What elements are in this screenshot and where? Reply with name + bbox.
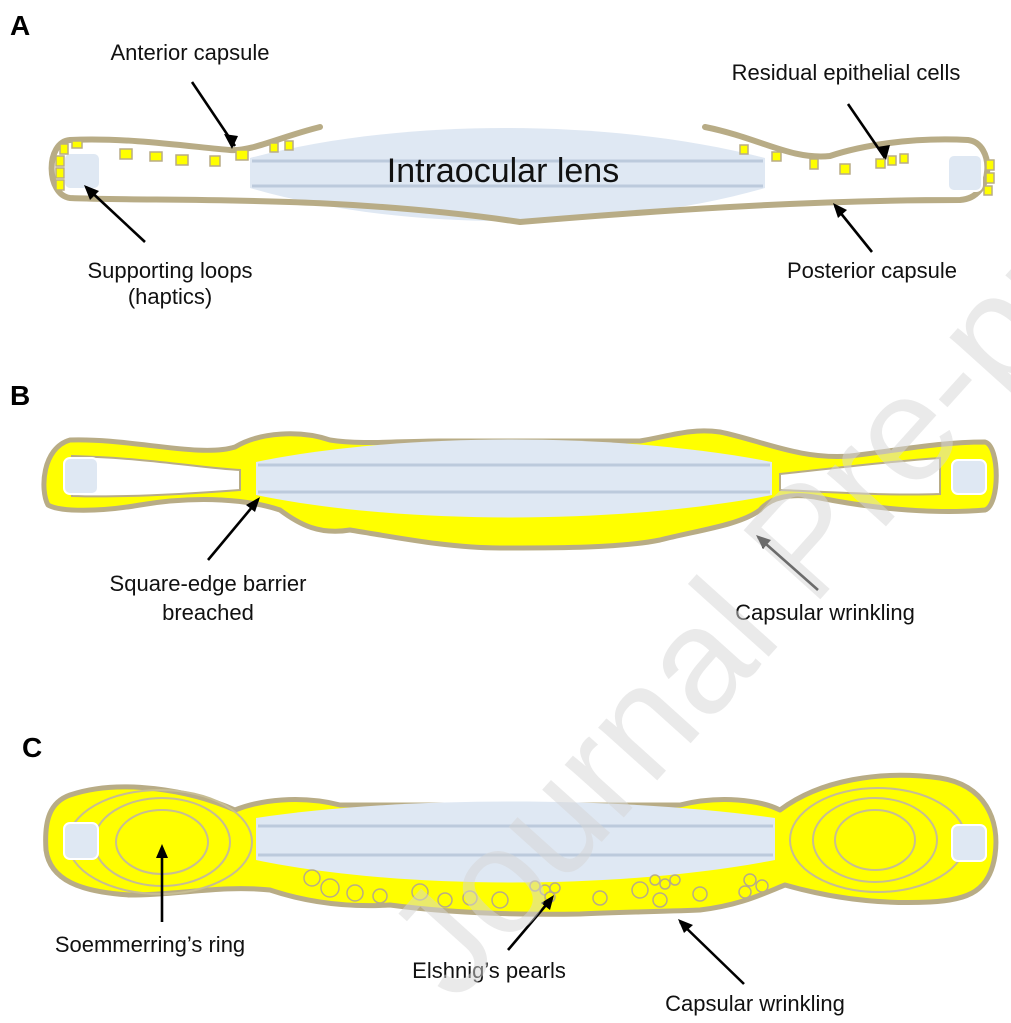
haptic-left-b	[64, 458, 98, 494]
panel-c-label: C	[22, 732, 42, 763]
haptics-label: (haptics)	[128, 284, 212, 309]
intraocular-lens-label: Intraocular lens	[387, 152, 619, 190]
panel-a-label: A	[10, 10, 30, 41]
haptic-right-a	[948, 155, 982, 191]
breached-label: breached	[162, 600, 254, 625]
panel-a: A	[10, 10, 994, 309]
soemmerring-ring-label: Soemmerring’s ring	[55, 932, 245, 957]
supporting-loops-arrow	[86, 187, 145, 242]
capsular-wrinkling-c-arrow	[680, 922, 744, 984]
anterior-capsule-label: Anterior capsule	[111, 40, 270, 65]
haptic-right-c	[952, 825, 986, 861]
intraocular-lens-b	[256, 440, 772, 518]
arrowhead	[833, 203, 847, 218]
panel-b-label: B	[10, 380, 30, 411]
capsular-wrinkling-c-label: Capsular wrinkling	[665, 991, 845, 1016]
residual-epithelial-cells-label: Residual epithelial cells	[732, 60, 961, 85]
square-edge-arrow	[208, 500, 258, 560]
haptic-left-a	[64, 153, 100, 189]
square-edge-label: Square-edge barrier	[110, 571, 307, 596]
haptic-left-c	[64, 823, 98, 859]
supporting-loops-label: Supporting loops	[87, 258, 252, 283]
